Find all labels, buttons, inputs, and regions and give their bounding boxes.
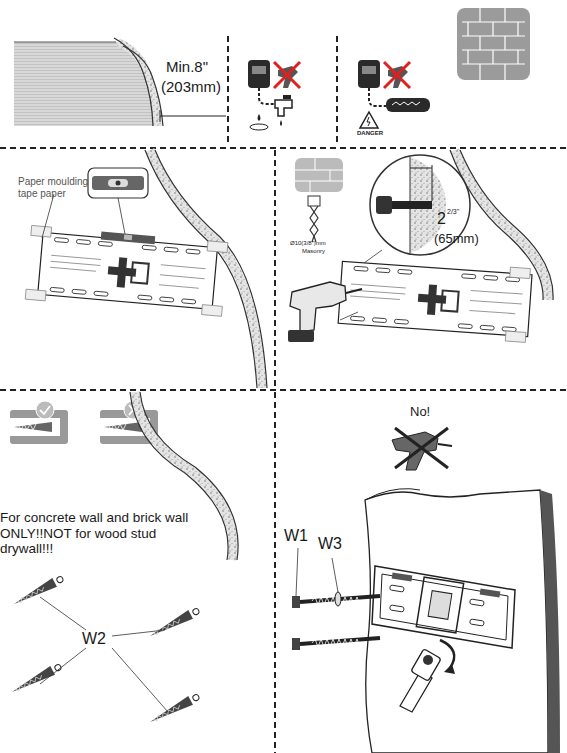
paper-template bbox=[25, 225, 228, 316]
bit-type-label: Masonry bbox=[302, 248, 325, 255]
no-hammer-drill bbox=[392, 428, 452, 470]
water-pipe-warning bbox=[248, 60, 300, 130]
brick-wall-icon bbox=[457, 8, 530, 80]
note-label: Paper moulding tape paper bbox=[18, 176, 90, 199]
depth-label: (65mm) bbox=[434, 232, 479, 247]
dimension-label: (203mm) bbox=[161, 78, 221, 95]
paper-template bbox=[338, 255, 533, 342]
wall-anchors bbox=[10, 574, 201, 727]
bit-size-label: Ø10(3/8")mm bbox=[290, 240, 326, 247]
depth-fraction-label: 2/3" bbox=[447, 208, 459, 216]
wall-slab bbox=[365, 489, 560, 753]
warning-label: DANGER bbox=[357, 130, 383, 137]
warning-note: For concrete wall and brick wall ONLY!!N… bbox=[0, 510, 205, 557]
panel-dividers bbox=[0, 36, 567, 753]
part-label: W3 bbox=[318, 535, 342, 553]
masonry-bit-icon bbox=[295, 158, 343, 242]
drill-depth-magnifier bbox=[360, 155, 470, 266]
cordless-drill bbox=[288, 282, 362, 342]
depth-label: 2 bbox=[437, 210, 446, 228]
part-label: W2 bbox=[82, 630, 106, 648]
ceiling-section bbox=[14, 38, 226, 126]
lag-bolts bbox=[292, 548, 380, 650]
wall-plate bbox=[372, 566, 515, 648]
dimension-label: Min.8" bbox=[166, 58, 208, 75]
socket-wrench bbox=[400, 640, 455, 712]
warning-label: No! bbox=[410, 405, 430, 420]
part-label: W1 bbox=[284, 527, 308, 545]
electric-wire-warning bbox=[358, 60, 430, 128]
